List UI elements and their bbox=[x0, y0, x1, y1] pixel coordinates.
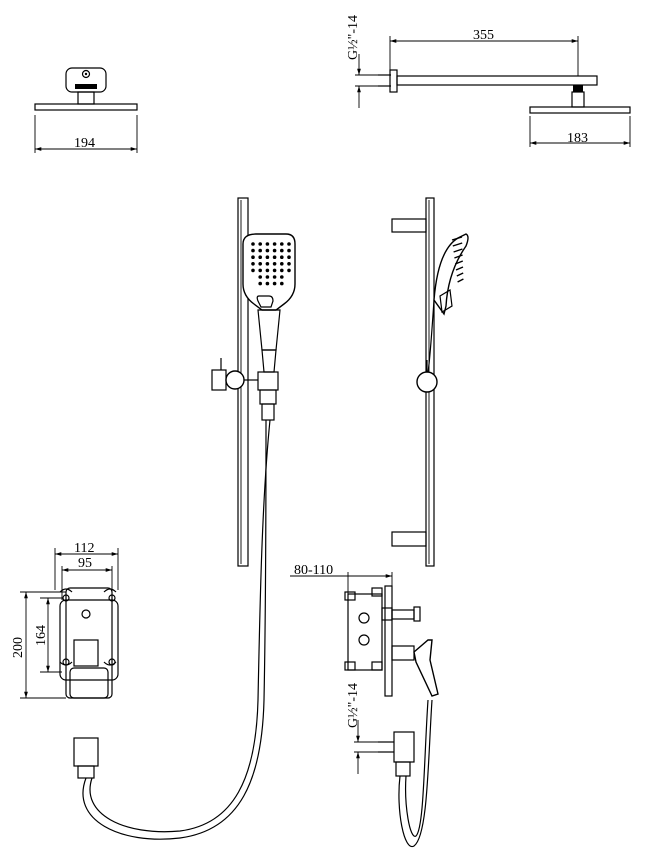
nozzle-dot bbox=[258, 262, 263, 266]
nozzle-dot bbox=[280, 262, 284, 266]
dim-valve-inner-width: 95 bbox=[78, 556, 92, 571]
hand-shower-nozzles bbox=[251, 242, 291, 286]
side-nozzle bbox=[455, 266, 464, 271]
nozzle-dot bbox=[258, 255, 263, 259]
arm-side-view bbox=[355, 36, 631, 147]
dim-valve-outer-width: 112 bbox=[74, 541, 94, 556]
nozzle-dot bbox=[287, 262, 291, 266]
nozzle-dot bbox=[258, 268, 263, 273]
nozzle-dot bbox=[287, 242, 291, 246]
nozzle-dot bbox=[272, 262, 277, 266]
nozzle-dot bbox=[265, 268, 270, 273]
valve-side-view bbox=[290, 572, 439, 777]
nozzle-dot bbox=[265, 242, 270, 246]
nozzle-dot bbox=[265, 248, 270, 253]
hand-shower-side-nozzles bbox=[451, 236, 464, 283]
side-nozzle bbox=[451, 236, 463, 241]
head-front-view bbox=[34, 67, 138, 153]
nozzle-dot bbox=[251, 255, 255, 259]
hose-side bbox=[398, 699, 433, 848]
nozzle-dot bbox=[280, 275, 284, 279]
nozzle-dot bbox=[272, 281, 277, 286]
hose-front bbox=[73, 419, 271, 840]
dim-head-plate-width: 194 bbox=[74, 136, 95, 151]
valve-plate-front-view bbox=[20, 548, 119, 699]
dim-arm-length: 355 bbox=[473, 28, 494, 43]
side-nozzle bbox=[452, 242, 463, 247]
side-nozzle bbox=[453, 248, 463, 253]
nozzle-dot bbox=[251, 242, 255, 246]
nozzle-dot bbox=[272, 268, 277, 273]
nozzle-dot bbox=[265, 255, 270, 259]
nozzle-dot bbox=[258, 275, 263, 279]
dim-arm-thread: G½"-14 bbox=[346, 15, 361, 60]
dim-outlet-thread: G½"-14 bbox=[346, 683, 361, 728]
side-nozzle bbox=[456, 272, 464, 277]
nozzle-dot bbox=[280, 268, 284, 273]
nozzle-dot bbox=[251, 262, 255, 266]
nozzle-dot bbox=[251, 268, 255, 273]
nozzle-dot bbox=[272, 248, 277, 253]
nozzle-dot bbox=[280, 281, 284, 286]
nozzle-dot bbox=[265, 281, 270, 286]
nozzle-dot bbox=[287, 268, 291, 273]
side-nozzle bbox=[457, 278, 464, 283]
nozzle-dot bbox=[280, 255, 284, 259]
nozzle-dot bbox=[258, 248, 263, 253]
nozzle-dot bbox=[258, 242, 263, 246]
dim-valve-inner-height: 164 bbox=[34, 625, 49, 646]
nozzle-dot bbox=[265, 262, 270, 266]
nozzle-dot bbox=[280, 242, 284, 246]
nozzle-dot bbox=[251, 248, 255, 253]
nozzle-dot bbox=[287, 248, 291, 253]
nozzle-dot bbox=[287, 255, 291, 259]
dim-head-side-width: 183 bbox=[567, 131, 588, 146]
nozzle-dot bbox=[280, 248, 284, 253]
side-nozzle bbox=[454, 260, 464, 265]
slide-rail-side-view bbox=[391, 197, 469, 567]
nozzle-dot bbox=[258, 281, 263, 286]
nozzle-dot bbox=[272, 275, 277, 279]
side-nozzle bbox=[454, 254, 463, 259]
nozzle-dot bbox=[272, 255, 277, 259]
dim-valve-outer-height: 200 bbox=[11, 637, 26, 658]
slide-rail-front-view bbox=[211, 197, 296, 567]
nozzle-dot bbox=[272, 242, 277, 246]
nozzle-dot bbox=[265, 275, 270, 279]
dim-wall-depth: 80-110 bbox=[294, 563, 333, 578]
